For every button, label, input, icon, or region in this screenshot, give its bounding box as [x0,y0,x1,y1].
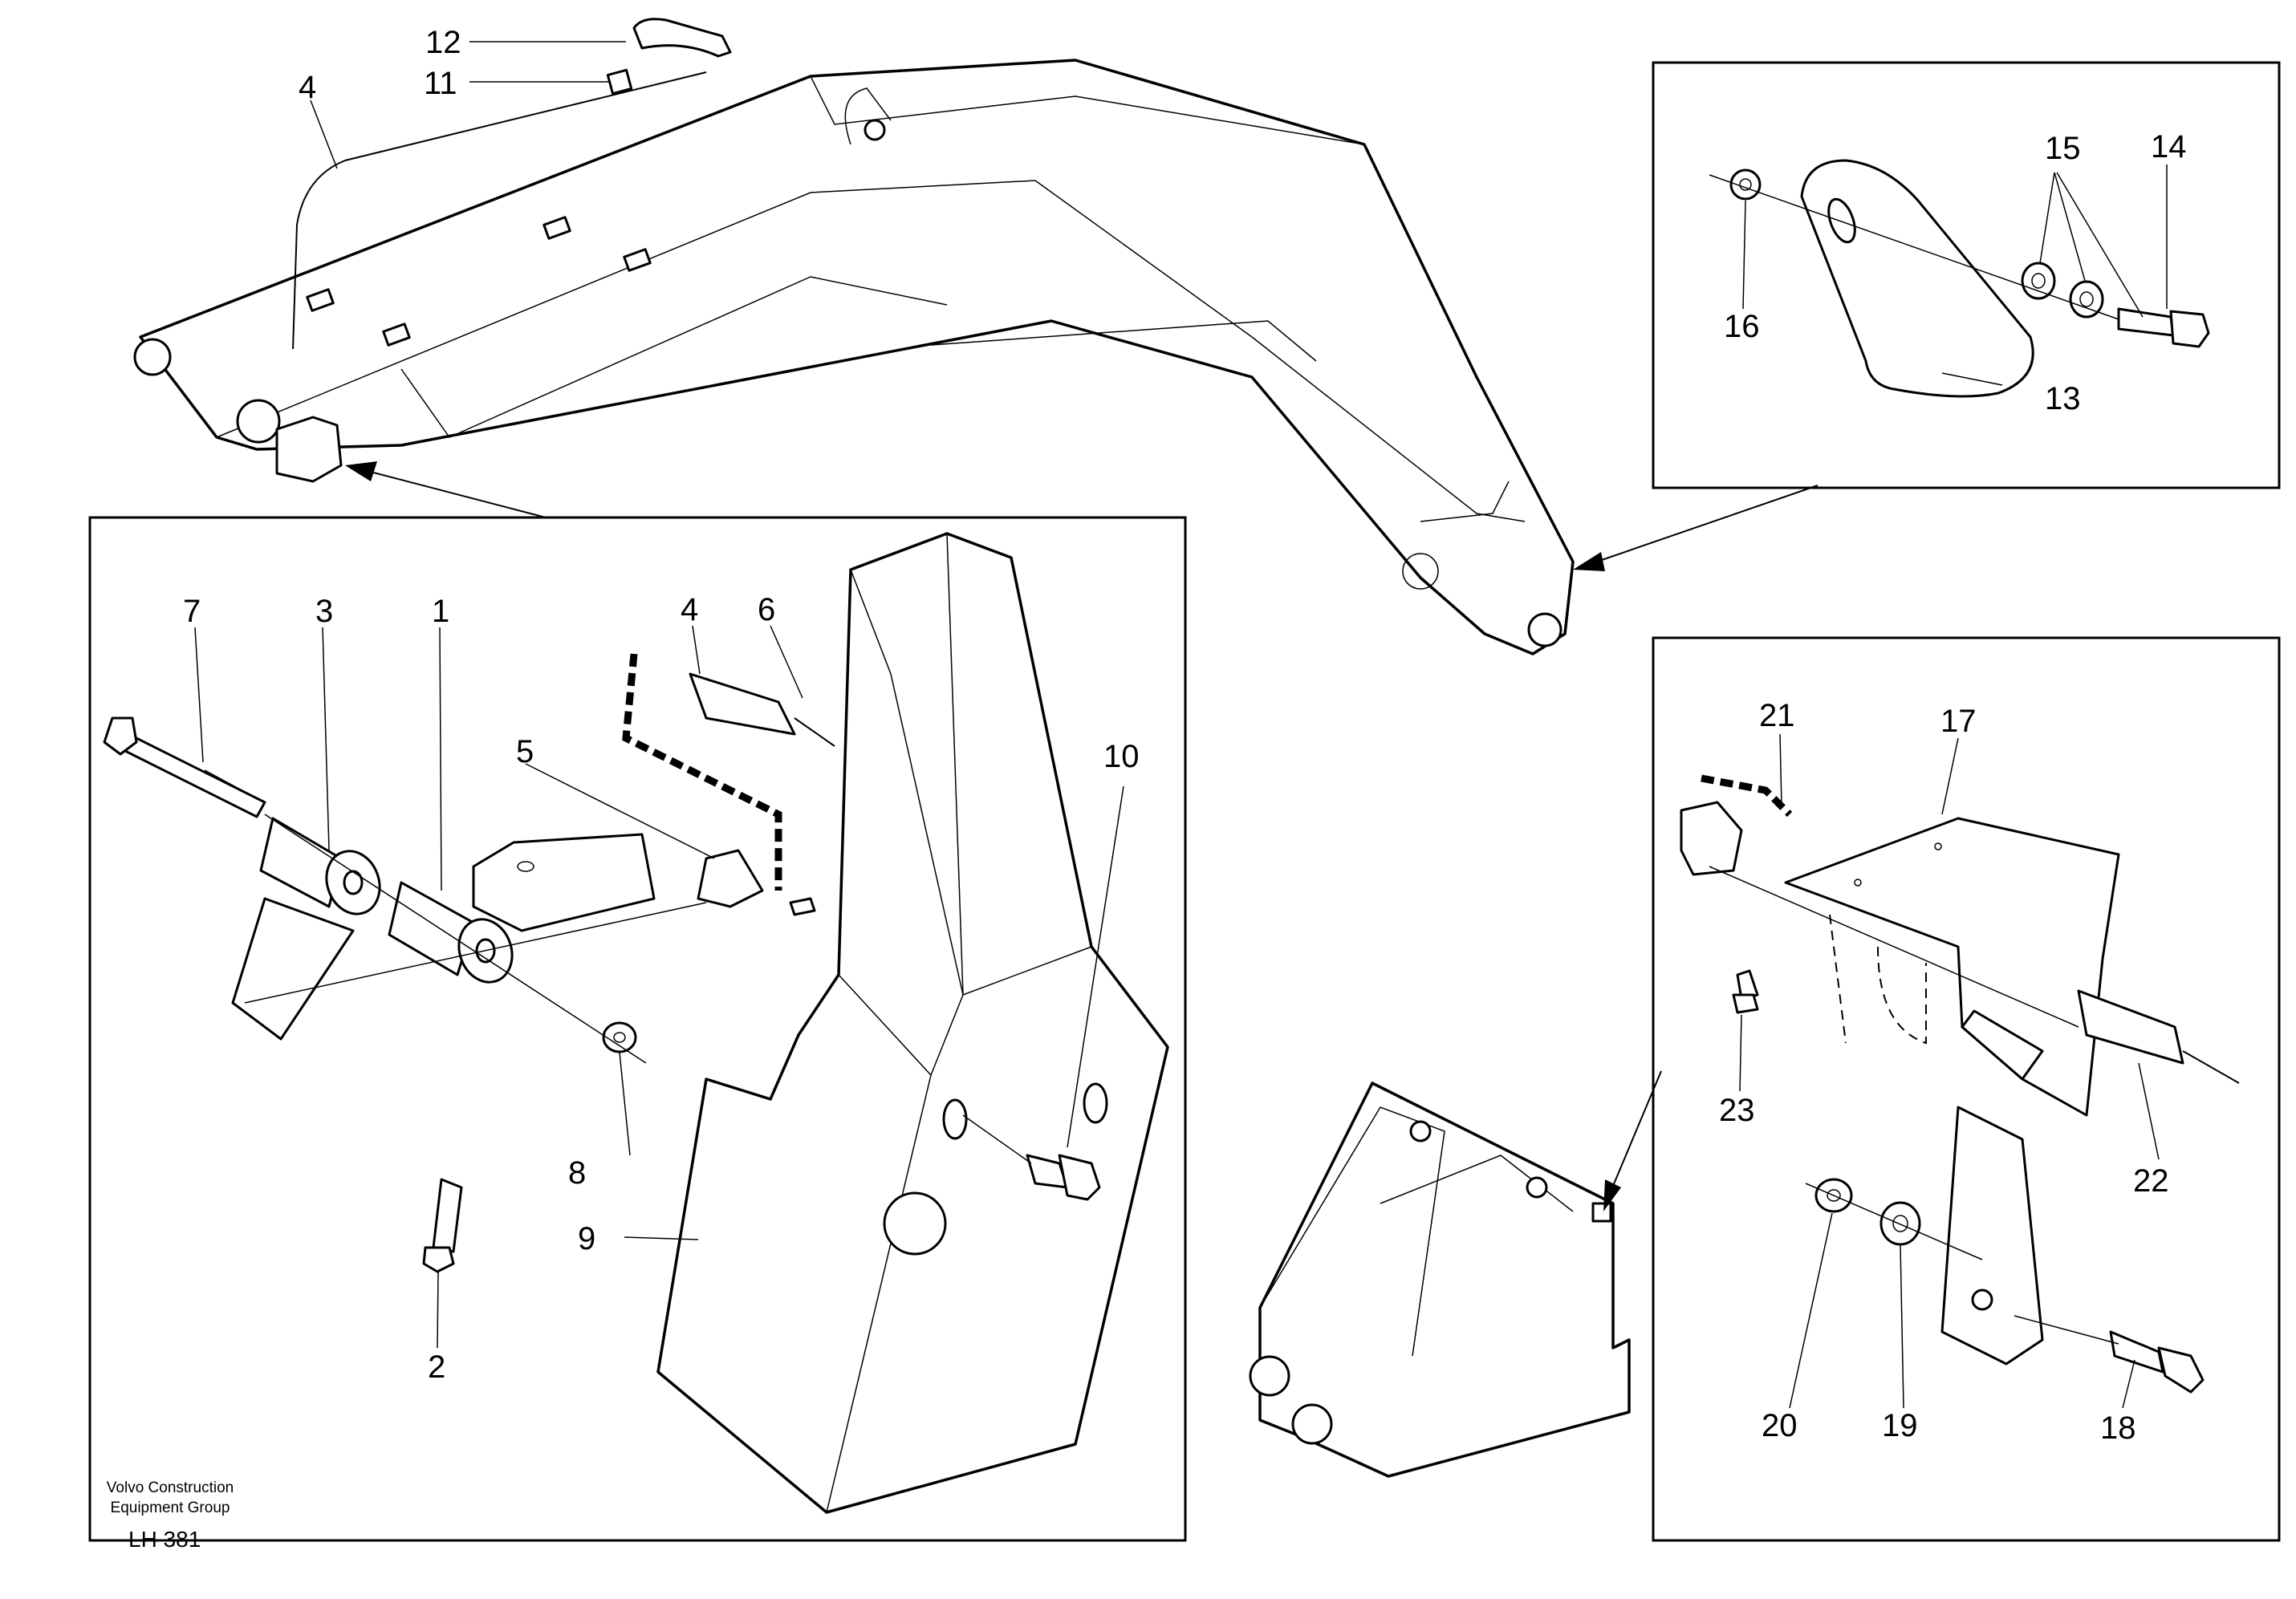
detail-box-bottom-right [1652,636,2281,1542]
callout-10: 10 [1103,739,1140,774]
callout-21: 21 [1759,698,1795,733]
leader-lines [194,41,2168,1409]
company-line-2: Equipment Group [111,1500,230,1516]
callout-18: 18 [2100,1410,2136,1446]
callout-22: 22 [2133,1163,2169,1199]
callout-1: 1 [432,594,449,629]
callout-16: 16 [1724,309,1760,344]
pointer-arrow-left [345,461,547,518]
callout-17: 17 [1940,704,1977,739]
company-line-1: Volvo Construction [107,1479,234,1496]
pointer-arrow-right [1573,485,1819,571]
callout-8: 8 [568,1155,586,1191]
callout-14: 14 [2151,129,2187,164]
callout-7: 7 [183,594,201,629]
callout-labels: 12 11 4 15 14 16 13 7 3 1 4 6 5 10 8 9 2… [183,25,2187,1446]
callout-23: 23 [1719,1093,1755,1128]
detail-box-left [88,516,1187,1542]
callout-20: 20 [1762,1408,1798,1443]
callout-19: 19 [1882,1408,1918,1443]
callout-6: 6 [758,592,775,627]
detail-box-top-right [1652,61,2281,489]
callout-15: 15 [2045,131,2081,166]
callout-2: 2 [428,1349,445,1385]
footer: Volvo Construction Equipment Group LH 38… [107,1479,1185,1552]
callout-9: 9 [578,1221,595,1256]
callout-5: 5 [516,734,534,769]
callout-12: 12 [425,25,461,60]
callout-13: 13 [2045,381,2081,416]
callout-4-boom: 4 [299,70,316,105]
boom-assembly [133,18,1575,655]
callout-11: 11 [424,66,457,101]
boom-tip [1249,1082,1631,1478]
callout-3: 3 [315,594,333,629]
callout-4-sensor: 4 [681,592,698,627]
drawing-code: LH 381 [128,1527,201,1552]
